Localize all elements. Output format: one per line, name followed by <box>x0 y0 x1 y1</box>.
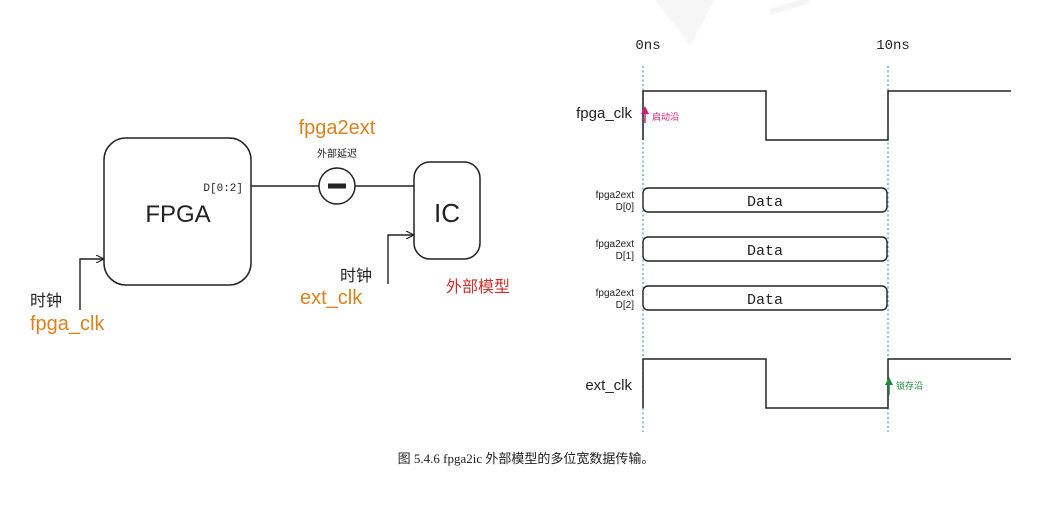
time-marker-start: 0ns <box>635 38 660 54</box>
ext-clock-name: ext_clk <box>300 287 363 309</box>
data-row-bit: D[1] <box>616 251 635 262</box>
data-bus-value: Data <box>747 243 783 260</box>
fpga-clock-arrow <box>79 259 103 310</box>
data-bus-box <box>642 187 888 213</box>
data-bus-value: Data <box>747 194 783 211</box>
data-bus-box <box>642 236 888 262</box>
ext-clock-arrow <box>387 235 413 284</box>
data-bus-box <box>642 285 888 311</box>
ext-clk-waveform <box>642 358 1011 409</box>
ic-label: IC <box>434 198 460 228</box>
fpga-clk-waveform-label: fpga_clk <box>576 105 632 122</box>
data-row-bit: D[2] <box>616 300 635 311</box>
data-row-1: fpga2ext D[1] Data <box>596 236 888 262</box>
signal-label: fpga2ext <box>299 117 376 139</box>
fpga-clock-name: fpga_clk <box>30 313 105 335</box>
fpga-label: FPGA <box>145 201 210 228</box>
ext-clock-cn: 时钟 <box>340 266 372 285</box>
data-row-2: fpga2ext D[2] Data <box>596 285 888 311</box>
data-row-signal: fpga2ext <box>596 190 635 201</box>
ic-block <box>413 161 481 260</box>
time-marker-end: 10ns <box>876 38 910 54</box>
data-row-signal: fpga2ext <box>596 239 635 250</box>
launch-edge-label: 启动沿 <box>652 111 679 123</box>
timing-diagram: 0ns 10ns fpga_clk 启动沿 fpga2ext D[0] Data… <box>576 38 1011 432</box>
model-label: 外部模型 <box>446 277 510 296</box>
data-row-bit: D[0] <box>616 202 635 213</box>
delay-label: 外部延迟 <box>317 147 357 160</box>
latch-edge-label: 锁存沿 <box>896 380 923 392</box>
ext-clk-waveform-label: ext_clk <box>585 377 632 394</box>
watermark <box>655 0 811 45</box>
block-diagram: FPGA D[0:2] fpga2ext 外部延迟 IC 时钟 fpga_clk… <box>30 117 510 335</box>
data-row-signal: fpga2ext <box>596 288 635 299</box>
delay-minus-icon <box>328 183 346 189</box>
data-bus-value: Data <box>747 292 783 309</box>
data-row-0: fpga2ext D[0] Data <box>596 187 888 213</box>
fpga-block <box>103 137 252 286</box>
figure-caption: 图 5.4.6 fpga2ic 外部模型的多位宽数据传输。 <box>398 451 655 466</box>
fpga-clock-cn: 时钟 <box>30 291 62 310</box>
bus-label: D[0:2] <box>203 183 243 195</box>
fpga-clk-waveform <box>642 90 1011 141</box>
